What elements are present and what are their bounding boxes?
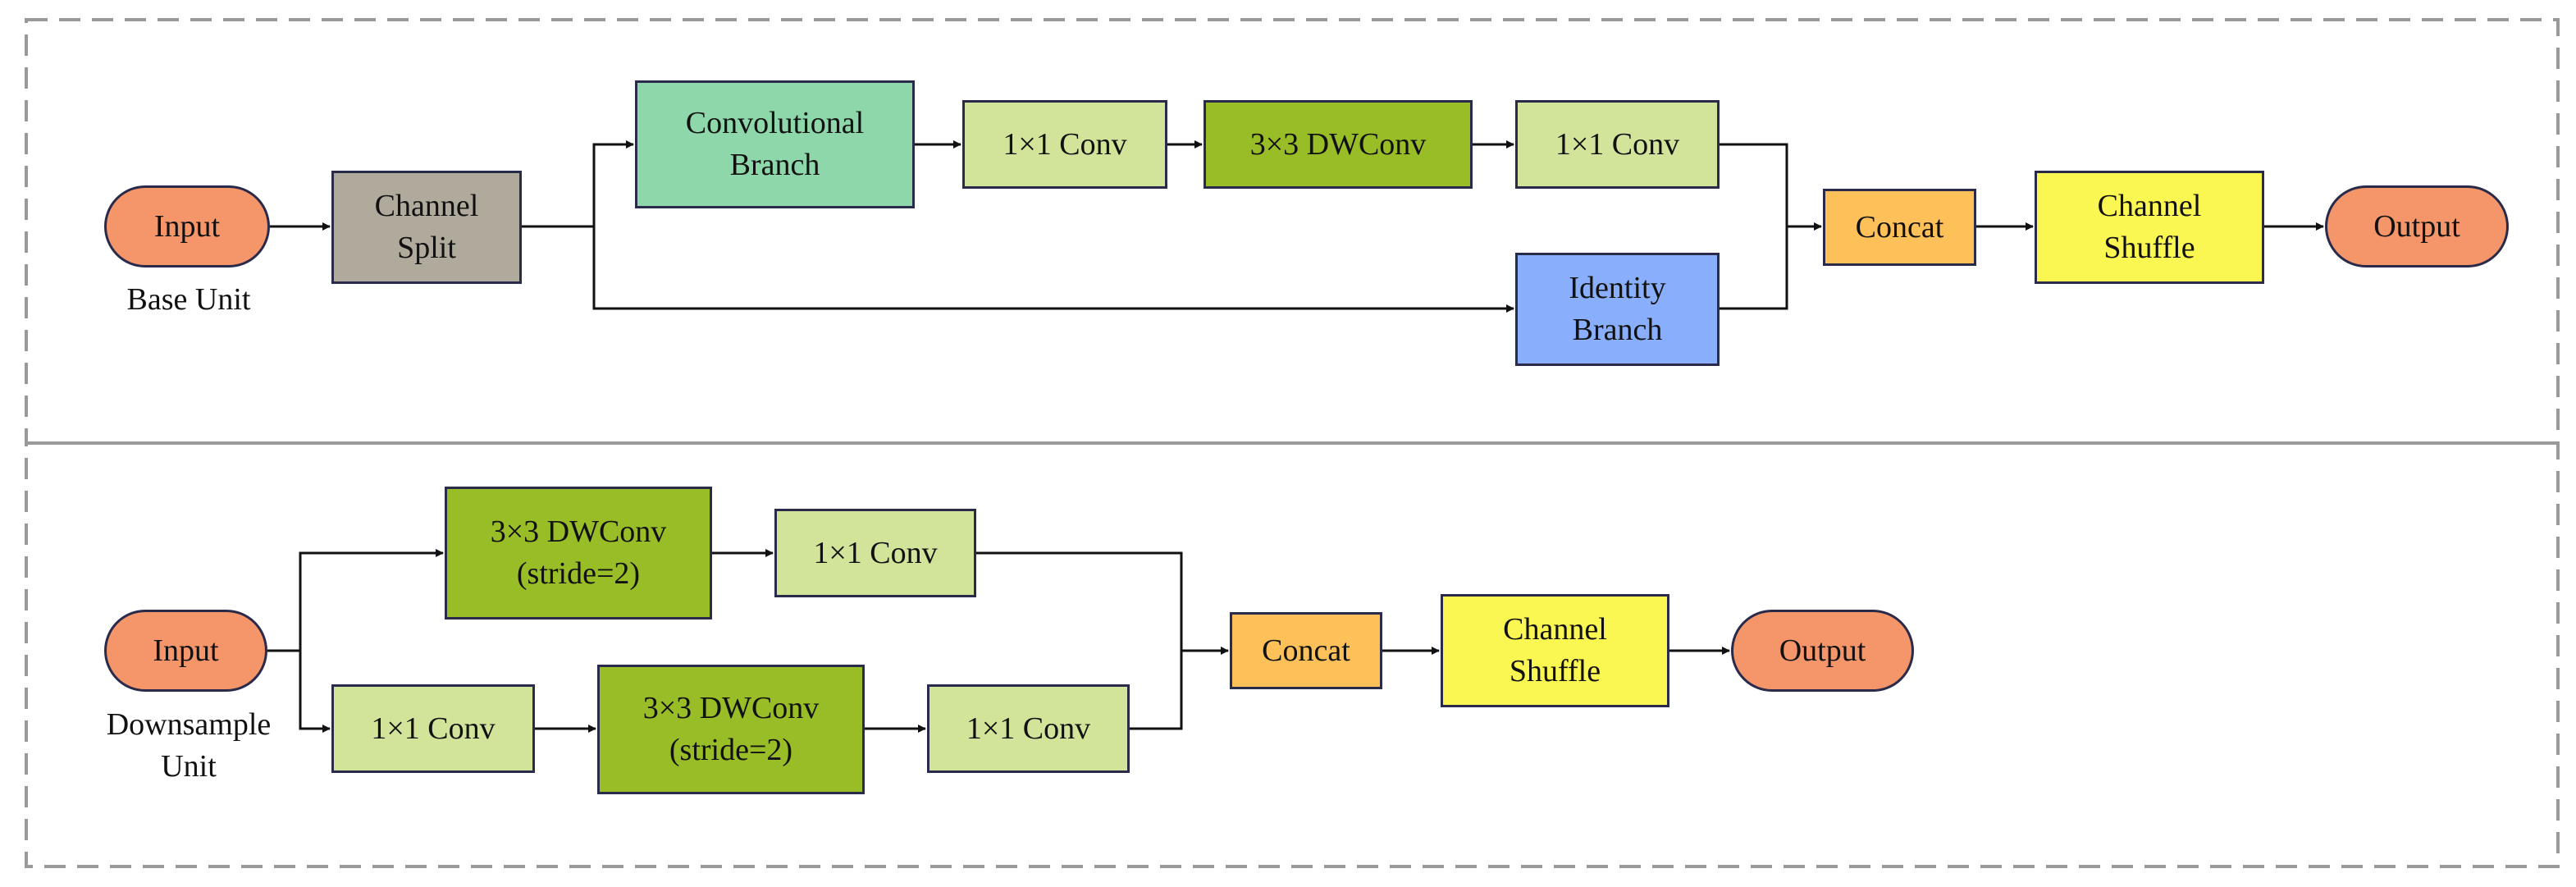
base-channel-split-label: Channel Split xyxy=(374,189,479,265)
base-channel-split-node: Channel Split xyxy=(331,171,522,284)
downsample-bottom-conv1x1-b-node: 1×1 Conv xyxy=(927,684,1130,773)
downsample-bottom-conv1x1-a-label: 1×1 Conv xyxy=(371,711,496,746)
base-unit-caption: Base Unit xyxy=(126,282,251,317)
base-input-node: Input xyxy=(104,185,270,267)
dashed-frames xyxy=(25,18,2560,868)
base-conv1x1-b-node: 1×1 Conv xyxy=(1515,100,1720,189)
downsample-concat-label: Concat xyxy=(1262,633,1350,668)
downsample-bottom-conv1x1-a-node: 1×1 Conv xyxy=(331,684,535,773)
downsample-unit-caption: Downsample Unit xyxy=(106,707,272,784)
base-convolutional-branch-label: Convolutional Branch xyxy=(685,106,865,182)
arrow-split-to-top-dwconv xyxy=(299,549,444,651)
base-unit-connectors xyxy=(270,140,2324,313)
downsample-concat-node: Concat xyxy=(1230,612,1382,689)
downsample-channel-shuffle-label: Channel Shuffle xyxy=(1503,612,1607,688)
base-dwconv-label: 3×3 DWConv xyxy=(1249,126,1427,162)
base-conv1x1-a-label: 1×1 Conv xyxy=(1003,126,1127,162)
line-conv1x1b-to-merge xyxy=(1720,143,1788,310)
downsample-output-node: Output xyxy=(1731,610,1914,692)
downsample-channel-shuffle-node: Channel Shuffle xyxy=(1441,594,1669,707)
base-conv1x1-a-node: 1×1 Conv xyxy=(962,100,1167,189)
downsample-bottom-conv1x1-b-label: 1×1 Conv xyxy=(966,711,1091,746)
base-concat-label: Concat xyxy=(1855,209,1944,245)
downsample-bottom-dwconv-node: 3×3 DWConv (stride=2) xyxy=(597,665,865,794)
base-identity-branch-node: Identity Branch xyxy=(1515,253,1720,366)
base-dwconv-node: 3×3 DWConv xyxy=(1204,100,1473,189)
downsample-top-dwconv-label: 3×3 DWConv (stride=2) xyxy=(490,514,667,591)
base-convolutional-branch-node: Convolutional Branch xyxy=(635,80,915,208)
base-identity-branch-label: Identity Branch xyxy=(1569,271,1666,347)
base-conv1x1-b-label: 1×1 Conv xyxy=(1555,126,1680,162)
arrow-split-to-convbranch xyxy=(592,140,634,226)
downsample-top-conv1x1-label: 1×1 Conv xyxy=(813,535,938,570)
downsample-input-node: Input xyxy=(104,610,267,692)
arrow-split-to-bottom-conv1x1 xyxy=(299,651,331,733)
base-output-node: Output xyxy=(2325,185,2509,267)
base-input-label: Input xyxy=(153,208,221,244)
downsample-unit-connectors xyxy=(267,549,1730,733)
downsample-input-label: Input xyxy=(153,633,219,668)
downsample-output-label: Output xyxy=(1779,633,1866,668)
downsample-unit-frame xyxy=(25,441,2560,868)
downsample-bottom-dwconv-label: 3×3 DWConv (stride=2) xyxy=(642,691,820,767)
line-top-conv1x1-to-merge xyxy=(976,551,1183,730)
base-channel-shuffle-label: Channel Shuffle xyxy=(2097,189,2202,265)
arrow-split-to-identity xyxy=(592,226,1514,313)
downsample-top-dwconv-node: 3×3 DWConv (stride=2) xyxy=(445,487,712,620)
base-concat-node: Concat xyxy=(1823,189,1976,266)
base-channel-shuffle-node: Channel Shuffle xyxy=(2035,171,2264,284)
base-output-label: Output xyxy=(2373,208,2460,244)
downsample-top-conv1x1-node: 1×1 Conv xyxy=(774,509,976,597)
